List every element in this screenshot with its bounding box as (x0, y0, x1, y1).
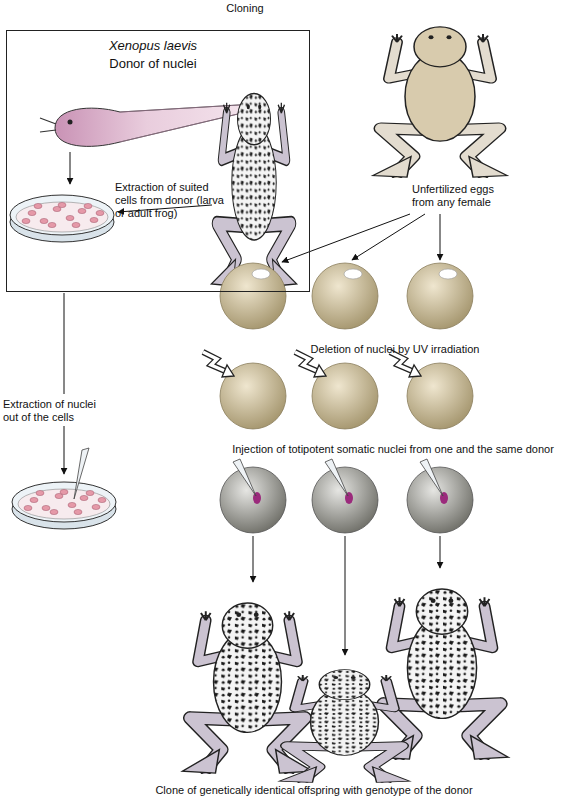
egg-row (220, 263, 473, 329)
step-note: Extraction of suited cells from donor (l… (115, 181, 227, 220)
cell-dish (12, 482, 116, 529)
cell-dish (10, 195, 114, 242)
arrow (70, 152, 71, 184)
step-label: Deletion of nuclei by UV irradiation (255, 343, 535, 356)
egg-row (220, 467, 286, 533)
egg-row (233, 459, 256, 496)
egg-row (325, 459, 348, 496)
egg-row (203, 352, 473, 429)
pipette (74, 448, 89, 499)
clone-frog (279, 670, 409, 783)
egg-row (312, 263, 378, 329)
arrow (282, 214, 410, 262)
box-heading: Donor of nuclei (91, 56, 215, 72)
arrow (64, 426, 65, 474)
egg-row (203, 352, 234, 377)
egg-row (252, 269, 270, 279)
tadpole (40, 118, 56, 132)
arrow (352, 214, 425, 260)
egg-row (439, 269, 457, 279)
step-label: Extraction of nuclei out of the cells (3, 398, 111, 424)
egg-row (390, 352, 421, 377)
diagram-title: Cloning (195, 2, 295, 15)
egg-row (344, 269, 362, 279)
tadpole (68, 120, 73, 125)
arrow (345, 536, 346, 655)
egg-row (407, 467, 473, 533)
egg-row (220, 263, 286, 329)
egg-row (295, 352, 326, 377)
arrow-line (64, 293, 65, 394)
result-label: Clone of genetically identical offspring… (94, 784, 534, 797)
step-label: Injection of totipotent somatic nuclei f… (200, 443, 586, 456)
egg-row (220, 459, 473, 533)
arrow (440, 536, 441, 568)
egg-row (420, 459, 443, 496)
female-frog (373, 27, 507, 177)
egg-row (312, 467, 378, 533)
species-name: Xenopus laevis (91, 38, 215, 54)
arrow (440, 214, 441, 260)
donor-box: Xenopus laevisDonor of nucleiExtraction … (6, 30, 310, 292)
step-label: Unfertilized eggs from any female (412, 183, 512, 209)
clone-frog (376, 589, 508, 759)
arrow (253, 536, 254, 582)
egg-row (407, 263, 473, 329)
donor-frog (211, 94, 296, 286)
